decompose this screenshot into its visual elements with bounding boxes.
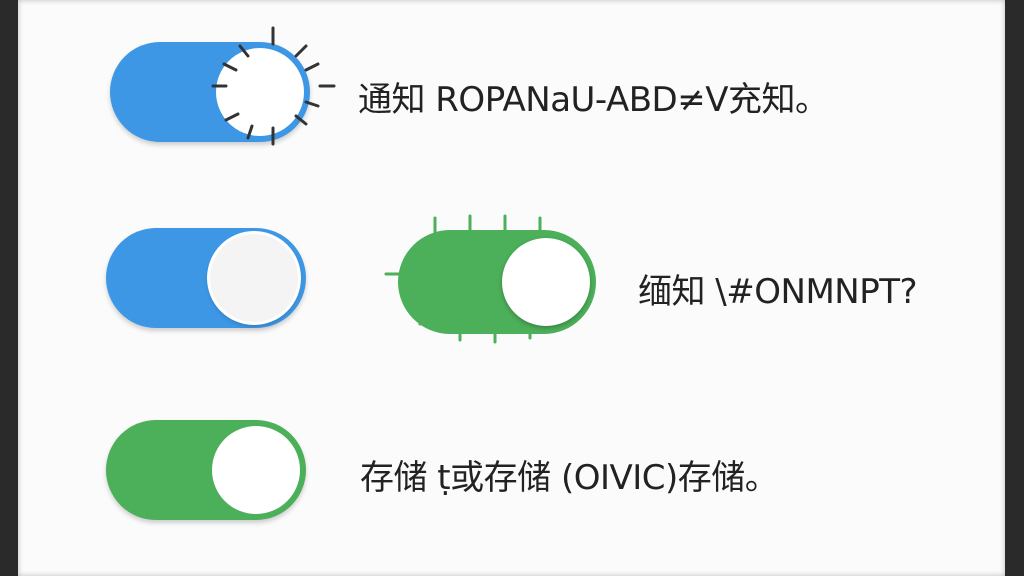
setting-label-notification: 通知 ROPANaU-ABD≠V充知。 (358, 80, 829, 120)
toggle-knob (502, 238, 590, 326)
storage-toggle[interactable] (106, 420, 306, 520)
secondary-green-toggle[interactable] (398, 230, 596, 334)
setting-label-storage: 存储 ṭ或存储 (OIVIC)存储。 (360, 458, 779, 498)
setting-label-second: 缅知 \#ONMNPT? (638, 272, 918, 312)
notification-toggle-1[interactable] (110, 42, 310, 142)
notification-toggle-2[interactable] (106, 228, 306, 328)
sun-rays-icon (211, 26, 336, 146)
toggle-knob (216, 48, 304, 136)
toggle-knob (212, 426, 300, 514)
toggle-knob (210, 234, 298, 322)
settings-screen: 通知 ROPANaU-ABD≠V充知。 缅知 \#ONMNPT? (18, 0, 1005, 576)
